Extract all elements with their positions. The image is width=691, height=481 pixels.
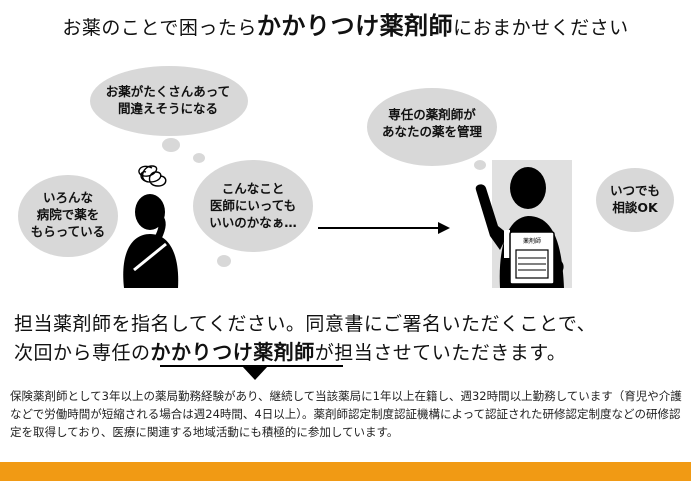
message-line-1: 担当薬剤師を指名してください。同意書にご署名いただくことで、 [14, 313, 597, 335]
clipboard-icon [509, 231, 564, 285]
bubble-consult [596, 168, 674, 232]
main-message: 担当薬剤師を指名してください。同意書にご署名いただくことで、 次回から専任のかか… [14, 310, 684, 367]
bubble-doctor-text: こんなこと医師にいってもいいのかなぁ… [209, 181, 297, 230]
bubble-hospitals-text: いろんな病院で薬をもらっている [30, 190, 106, 239]
bubble-dot [217, 255, 231, 267]
footer-accent-bar [0, 462, 691, 481]
message-line-2: 次回から専任のかかりつけ薬剤師が担当させていただきます。 [14, 340, 567, 364]
title-emphasis: かかりつけ薬剤師 [256, 12, 454, 40]
bubble-manage [367, 88, 497, 166]
bubble-consult-text: いつでも相談OK [609, 183, 660, 215]
title-prefix: お薬のことで困ったら [62, 17, 257, 39]
pharmacist-badge: 薬剤師 [523, 237, 541, 245]
pointer-triangle [242, 366, 268, 380]
bubble-hospitals [18, 175, 118, 257]
bubble-dot [193, 153, 205, 163]
bubble-mistake [90, 66, 248, 136]
message-emphasis: かかりつけ薬剤師 [150, 340, 315, 364]
bubble-manage-text: 専任の薬剤師があなたの薬を管理 [381, 107, 482, 139]
worried-person-icon [123, 165, 179, 288]
thought-scribble-icon [138, 165, 167, 187]
bubble-mistake-text: お薬がたくさんあって間違えそうになる [105, 84, 231, 116]
title-suffix: におまかせください [453, 17, 629, 39]
bubble-dot [162, 138, 180, 152]
pharmacist-icon: 薬剤師 [475, 160, 572, 288]
qualification-note: 保険薬剤師として3年以上の薬局勤務経験があり、継続して当該薬局に1年以上在籍し、… [10, 389, 682, 439]
bubble-doctor [193, 160, 313, 252]
page-title: お薬のことで困ったらかかりつけ薬剤師におまかせください [0, 6, 691, 41]
bubble-dot [474, 160, 486, 170]
arrow-head [438, 222, 450, 234]
arrow-right-icon [318, 227, 440, 229]
